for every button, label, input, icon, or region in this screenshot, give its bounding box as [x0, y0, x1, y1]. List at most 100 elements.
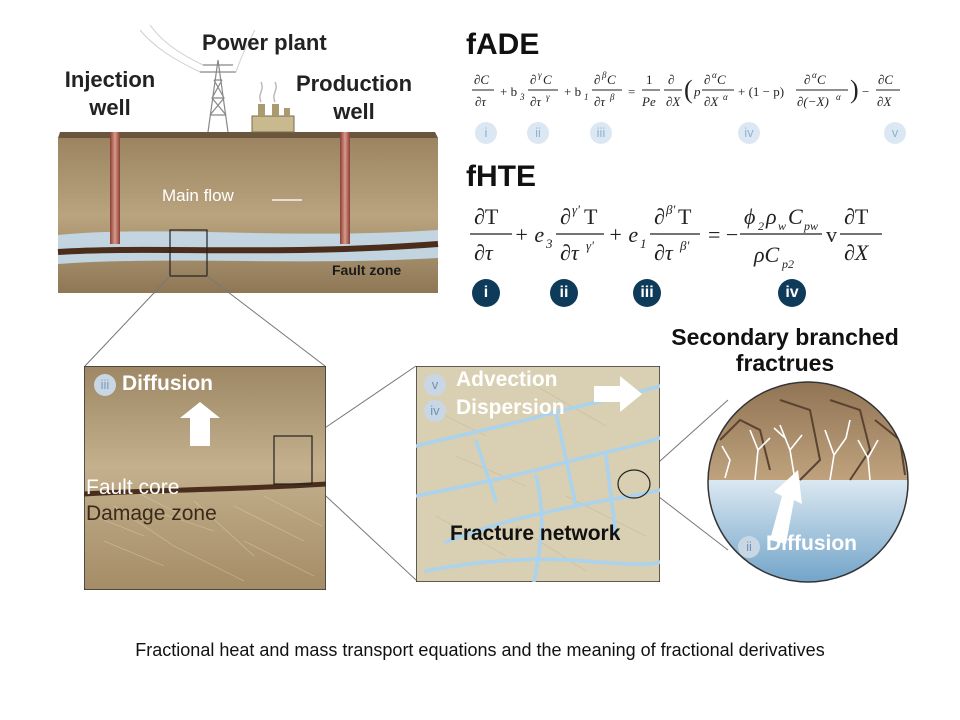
svg-text:T: T [678, 204, 692, 229]
advection-label: Advection [456, 368, 558, 391]
production-well-label: Production well [284, 70, 424, 126]
svg-text:+ (1 − p): + (1 − p) [738, 84, 784, 99]
svg-text:T: T [584, 204, 598, 229]
fade-term-i-badge: i [475, 122, 497, 144]
svg-text:1: 1 [640, 236, 647, 251]
svg-text:∂T: ∂T [844, 204, 869, 229]
svg-text:p: p [693, 84, 701, 99]
damage-zone-label: Damage zone [86, 502, 217, 525]
injection-well-label: Injection well [50, 66, 170, 122]
secondary-title-line2: fractrues [735, 350, 835, 376]
fade-term-iii-badge: iii [590, 122, 612, 144]
injection-well-line2: well [89, 95, 131, 120]
diffusion-badge-2: ii [738, 536, 760, 558]
production-well-line2: well [333, 99, 375, 124]
svg-text:β: β [601, 70, 607, 80]
svg-text:∂τ: ∂τ [475, 94, 487, 109]
svg-text:β': β' [665, 202, 675, 217]
svg-text:p2: p2 [781, 257, 794, 271]
power-plant-building-icon [251, 81, 295, 133]
svg-text:∂C: ∂C [878, 72, 893, 87]
svg-text:α: α [723, 92, 728, 102]
svg-text:β': β' [679, 238, 689, 253]
diffusion-label: Diffusion [122, 372, 213, 395]
fhte-title: fHTE [466, 160, 536, 193]
svg-text:∂τ: ∂τ [474, 240, 494, 265]
injection-well-line1: Injection [64, 67, 156, 92]
svg-text:α: α [712, 70, 717, 80]
svg-text:∂: ∂ [654, 204, 665, 229]
advection-badge: v [424, 374, 446, 396]
fhte-term-i-badge: i [472, 279, 500, 307]
svg-text:∂: ∂ [594, 72, 600, 87]
svg-text:ϕ: ϕ [744, 204, 755, 229]
diffusion-badge: iii [94, 374, 116, 396]
svg-text:=: = [628, 84, 635, 99]
svg-text:β: β [609, 92, 615, 102]
svg-text:∂: ∂ [560, 204, 571, 229]
svg-text:+ b: + b [500, 84, 517, 99]
fade-term-v-badge: v [884, 122, 906, 144]
svg-text:∂X: ∂X [877, 94, 892, 109]
fade-title: fADE [466, 28, 540, 61]
production-well-line1: Production [295, 71, 413, 96]
svg-text:∂: ∂ [804, 72, 810, 87]
svg-text:α: α [836, 92, 841, 102]
branched-fractures [721, 419, 879, 481]
svg-text:C: C [717, 72, 726, 87]
svg-text:3: 3 [519, 92, 525, 102]
svg-text:C: C [817, 72, 826, 87]
fade-term-iv-badge: iv [738, 122, 760, 144]
svg-text:∂: ∂ [668, 72, 674, 87]
svg-text:ρC: ρC [753, 242, 780, 267]
svg-text:∂(−X): ∂(−X) [797, 94, 829, 109]
svg-text:v: v [826, 222, 837, 247]
svg-text:∂X: ∂X [844, 240, 870, 265]
fhte-term-iv-badge: iv [778, 279, 806, 307]
svg-text:∂: ∂ [530, 72, 536, 87]
svg-text:(: ( [684, 75, 693, 104]
diffusion-label-2: Diffusion [766, 532, 857, 555]
diffusion-up-arrow-2 [770, 470, 802, 544]
dispersion-label: Dispersion [456, 396, 565, 419]
reservoir-cross-section [57, 24, 439, 293]
power-tower-icon [200, 59, 236, 133]
svg-text:): ) [850, 75, 859, 104]
power-lines [139, 24, 256, 73]
svg-text:ρ: ρ [765, 204, 777, 229]
svg-text:γ: γ [546, 92, 550, 102]
svg-text:1: 1 [646, 72, 653, 87]
svg-text:∂τ: ∂τ [560, 240, 580, 265]
svg-text:γ': γ' [572, 202, 580, 217]
svg-text:∂τ: ∂τ [654, 240, 674, 265]
production-well-pipe [340, 132, 350, 244]
zoom-circle [617, 469, 651, 499]
svg-text:∂X: ∂X [704, 94, 719, 109]
zoom-box-1 [169, 229, 208, 277]
svg-text:w: w [778, 219, 786, 233]
fault-core-line [84, 481, 326, 497]
svg-text:∂τ: ∂τ [594, 94, 606, 109]
svg-text:3: 3 [545, 236, 553, 251]
svg-text:α: α [812, 70, 817, 80]
fault-zone-label: Fault zone [332, 262, 402, 278]
svg-text:+ e: + e [608, 222, 638, 247]
circle-border [707, 381, 909, 583]
svg-text:1: 1 [584, 92, 589, 102]
fracture-network-label: Fracture network [450, 522, 621, 545]
rock-region [708, 382, 908, 490]
fault-core-label: Fault core [86, 476, 180, 499]
svg-text:+ e: + e [514, 222, 544, 247]
secondary-title-line1: Secondary branched [671, 324, 899, 350]
fault-zone-line [57, 241, 439, 255]
svg-text:+ b: + b [564, 84, 581, 99]
svg-text:∂: ∂ [704, 72, 710, 87]
fracture-network-panel [416, 366, 660, 582]
fhte-term-iii-badge: iii [633, 279, 661, 307]
svg-text:Pe: Pe [641, 94, 656, 109]
zoom-box-2 [273, 435, 313, 485]
